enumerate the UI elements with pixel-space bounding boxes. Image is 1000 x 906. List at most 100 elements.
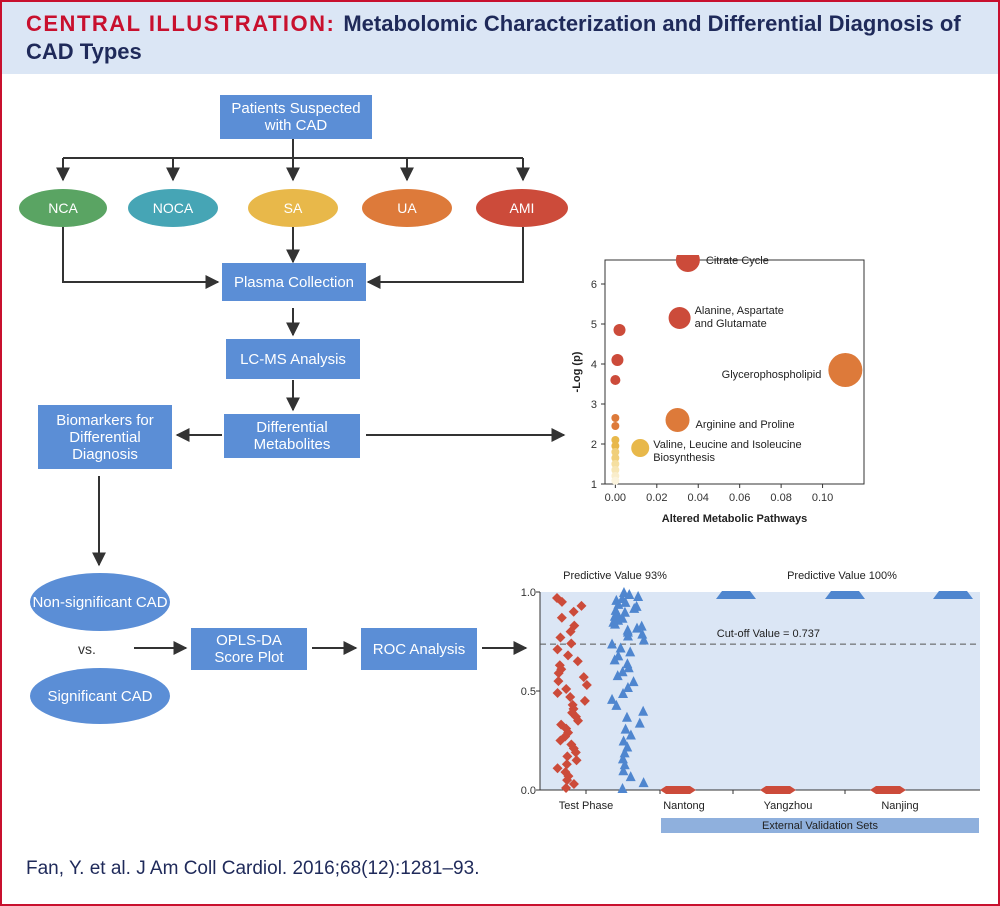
roc-diamond-point [562, 775, 573, 786]
roc-triangle-point [638, 777, 649, 788]
roc-triangle-point [625, 729, 636, 740]
roc-label: ROC Analysis [372, 640, 466, 658]
roc-triangle-point [607, 693, 618, 704]
roc-diamond-point [553, 676, 564, 687]
roc-triangle-point [618, 765, 629, 776]
citation: Fan, Y. et al. J Am Coll Cardiol. 2016;6… [26, 858, 480, 879]
nonsig-label: Non-significant CAD [32, 593, 168, 611]
roc-diamond-point [579, 695, 590, 706]
roc-diamond-point [572, 656, 583, 667]
pathway-ytick-label: 4 [591, 359, 597, 371]
roc-triangle-point [629, 602, 640, 613]
roc-triangle-point [624, 588, 635, 599]
roc-triangle-point [609, 654, 620, 665]
roc-triangle-point [620, 723, 631, 734]
roc-diamond-point [568, 743, 579, 754]
page-title: CENTRAL ILLUSTRATION:Metabolomic Charact… [26, 10, 986, 66]
pathway-bubble-label: Citrate Cycle [706, 255, 769, 267]
roc-external-label: External Validation Sets [762, 820, 878, 832]
roc-triangle-point [628, 676, 639, 687]
group-oval-sa: SA [248, 189, 338, 227]
opls-box: OPLS-DA Score Plot [191, 628, 307, 670]
plasma-box: Plasma Collection [222, 263, 366, 301]
pathway-ytick-label: 3 [591, 399, 597, 411]
roc-triangle-point [618, 687, 629, 698]
roc-triangle-point [610, 618, 621, 629]
pathway-bubble [631, 439, 650, 457]
roc-diamond-point [563, 650, 574, 661]
roc-diamond-point [555, 735, 566, 746]
roc-diamond-point [569, 620, 580, 631]
group-oval-noca: NOCA [128, 189, 218, 227]
pathway-yaxis-title: -Log (p) [571, 351, 583, 392]
roc-triangle-point [618, 587, 629, 597]
roc-diamond-point [571, 755, 582, 766]
differential-box: Differential Metabolites [224, 414, 360, 458]
roc-xtick-label: Test Phase [559, 800, 613, 812]
roc-triangle-point [618, 735, 629, 746]
roc-external-bar [661, 818, 979, 833]
pathway-ytick-label: 6 [591, 279, 597, 291]
roc-diamond-point [568, 779, 579, 790]
roc-diamond-point [552, 763, 563, 774]
pathway-ytick-label: 5 [591, 319, 597, 331]
roc-predictive-label: Predictive Value 100% [787, 570, 897, 582]
conn-ami-plasma [366, 227, 524, 289]
pathway-bubble [668, 307, 691, 329]
roc-triangle-point [621, 711, 632, 722]
title-lead: CENTRAL ILLUSTRATION: [26, 11, 336, 36]
pathway-xtick-label: 0.10 [812, 492, 833, 504]
roc-triangle-cluster [716, 591, 756, 599]
biomarkers-label: Biomarkers for Differential Diagnosis [56, 411, 154, 463]
roc-box: ROC Analysis [361, 628, 477, 670]
pathway-xtick-label: 0.08 [770, 492, 791, 504]
sig-cad-oval: Significant CAD [30, 668, 170, 724]
group-oval-nca: NCA [19, 189, 107, 227]
pathway-bubble-label: Glycerophospholipid [722, 369, 822, 381]
roc-diamond-point [568, 606, 579, 617]
roc-diamond-point [553, 668, 564, 679]
roc-cutoff-label: Cut-off Value = 0.737 [717, 628, 820, 640]
lcms-box: LC-MS Analysis [226, 339, 360, 379]
roc-predictive-label: Predictive Value 93% [563, 570, 667, 582]
roc-triangle-cluster [825, 591, 865, 599]
pathway-xtick-label: 0.04 [688, 492, 709, 504]
roc-diamond-point [562, 751, 573, 762]
pathway-bubble [611, 442, 620, 450]
roc-triangle-point [611, 699, 622, 710]
roc-triangle-point [623, 662, 634, 673]
roc-ytick-label: 0.5 [521, 686, 536, 698]
pathway-bubble [611, 476, 620, 485]
roc-diamond-point [561, 723, 572, 734]
sig-label: Significant CAD [47, 687, 153, 705]
group-label-ua: UA [397, 200, 417, 216]
group-oval-ami: AMI [476, 189, 568, 227]
roc-diamond-point [566, 638, 577, 649]
pathway-xtick-label: 0.00 [605, 492, 626, 504]
roc-ytick-label: 1.0 [521, 587, 536, 599]
roc-diamond-point [565, 626, 576, 637]
roc-triangle-point [625, 771, 636, 782]
roc-xtick-label: Nanjing [881, 800, 918, 812]
roc-diamond-point [552, 592, 562, 603]
group-label-sa: SA [283, 200, 303, 216]
patients-box: Patients Suspected with CAD [220, 95, 372, 139]
roc-diamond-point [561, 759, 572, 770]
roc-triangle-point [619, 747, 630, 758]
pathway-bubble [611, 436, 620, 444]
pathway-bubble [665, 408, 690, 432]
roc-diamond-point [556, 596, 567, 607]
biomarkers-box: Biomarkers for Differential Diagnosis [38, 405, 172, 469]
roc-diamond-cluster [760, 786, 796, 794]
patients-label: Patients Suspected with CAD [231, 100, 361, 134]
roc-triangle-point [620, 596, 631, 607]
roc-triangle-point [617, 783, 628, 794]
plasma-label: Plasma Collection [233, 273, 355, 291]
roc-triangle-point [615, 642, 626, 653]
pathway-bubble [611, 460, 620, 468]
roc-diamond-point [552, 687, 563, 698]
